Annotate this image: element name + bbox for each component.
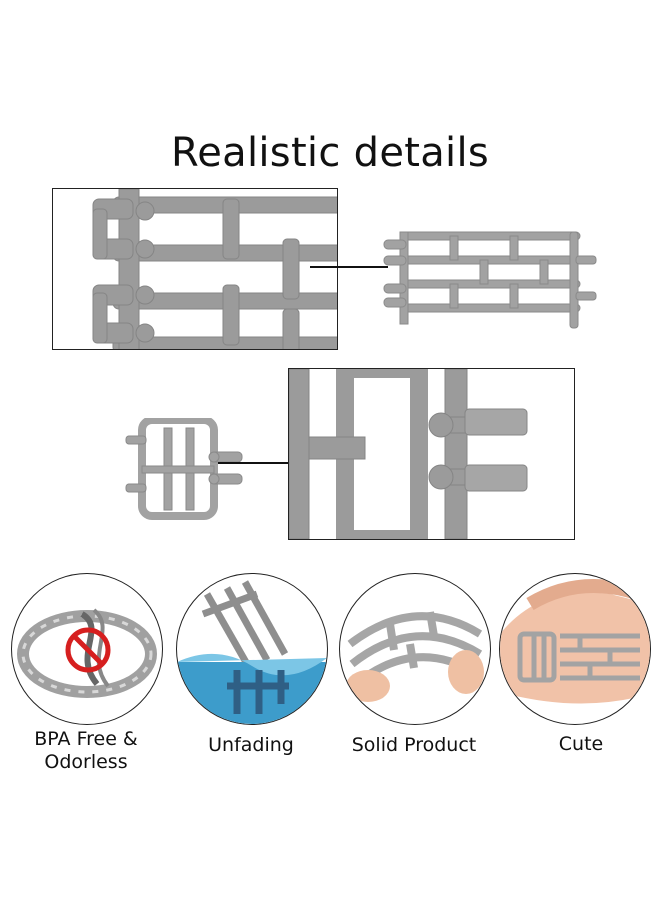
connector-line-bottom <box>218 462 308 464</box>
feature-label-cute: Cute <box>558 733 604 755</box>
feature-label-solid-product: Solid Product <box>351 734 477 756</box>
gate-panel-image <box>125 418 243 520</box>
bpa-free-fence-icon <box>17 608 157 698</box>
connector-line-top <box>310 266 388 268</box>
feature-circle-solid-product <box>339 573 491 725</box>
zoom-box-fence-panel <box>52 188 338 350</box>
feature-label-unfading: Unfading <box>208 734 294 756</box>
gate-panel-zoom-image <box>289 369 528 539</box>
bent-fence-hand-icon <box>346 611 484 702</box>
feature-circle-bpa-free <box>11 573 163 725</box>
feature-label-bpa-free: BPA Free & Odorless <box>34 728 138 773</box>
fence-panel-image <box>383 231 597 329</box>
zoom-box-gate-panel <box>288 368 575 540</box>
feature-circle-cute <box>499 573 651 725</box>
page-title: Realistic details <box>170 130 490 176</box>
feature-circle-unfading <box>176 573 328 725</box>
water-splash-fence-icon <box>177 580 327 724</box>
fence-in-palm-icon <box>500 579 650 704</box>
fence-panel-zoom-image <box>92 189 337 349</box>
